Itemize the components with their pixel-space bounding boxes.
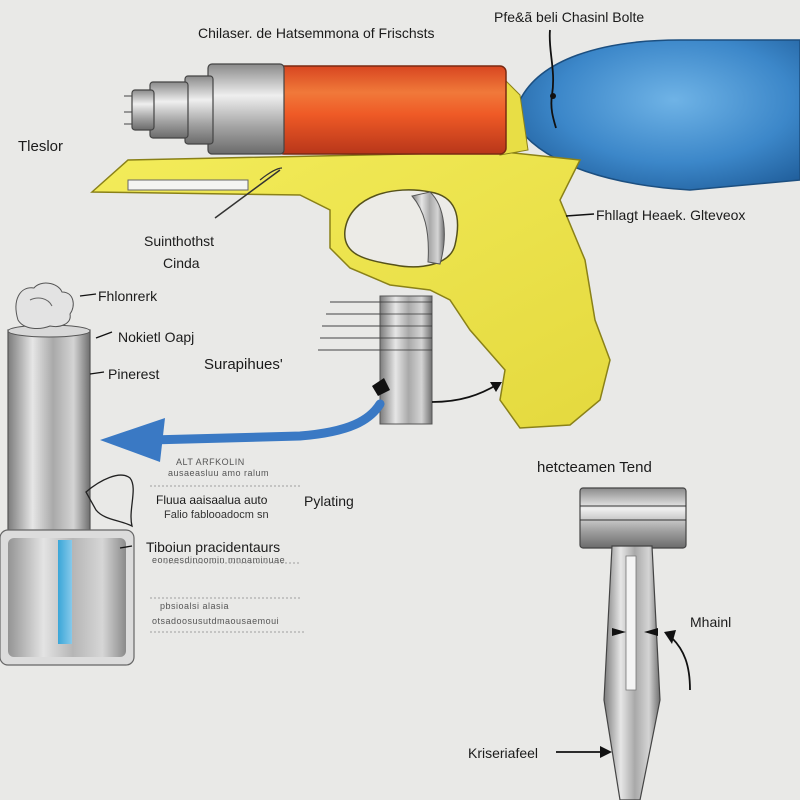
rod-leader-line: [214, 169, 281, 219]
label-tiboiun: Tiboiun pracidentaurs: [146, 539, 281, 555]
blue-arrow: [100, 399, 385, 462]
small-black-part: [372, 378, 390, 396]
trigger: [411, 191, 445, 265]
flower-top: [15, 282, 74, 329]
label-small-1: Fluua aaisaalua auto: [156, 493, 268, 507]
piston-arrowhead: [664, 630, 676, 644]
grip-arrowhead: [490, 382, 502, 392]
label-flower: Fhlonrerk: [98, 288, 158, 304]
label-pinerest: Pinerest: [108, 366, 160, 382]
blue-arrowhead: [100, 418, 165, 462]
label-tiny-3: eoneesdinoomin mnoaminuae: [152, 555, 286, 565]
leader-dot: [550, 93, 556, 99]
label-nokietl: Nokietl Oapj: [118, 329, 195, 345]
coil-cylinder: [318, 295, 502, 425]
scribble-lines: [150, 485, 306, 633]
hook-line: [259, 167, 283, 181]
right-mid-leader: [565, 213, 595, 217]
label-tiny-1: ALT ARFKOLIN: [176, 457, 245, 467]
grip-arrow: [431, 383, 499, 403]
label-surapihues: Surapihues': [204, 356, 283, 373]
label-tiny-2: ausaeasluu amo ralum: [168, 468, 270, 478]
leader-line: [79, 293, 97, 297]
label-pylating: Pylating: [304, 493, 354, 509]
piston-marker: [612, 628, 626, 636]
leader-line: [119, 545, 133, 549]
barrel-metal-mid: [184, 75, 214, 145]
barrel-orange: [277, 65, 507, 155]
slide-rod: [127, 179, 249, 191]
label-left-top: Tleslor: [18, 138, 64, 155]
cyan-strip: [58, 540, 72, 644]
barrel-metal-tip: [131, 89, 155, 131]
bottom-arrowhead: [600, 746, 612, 758]
label-kriseriafeel: Kriseriafeel: [468, 745, 539, 761]
left-cylinder: [0, 282, 135, 666]
label-small-2: Falio fablooadocm sn: [164, 509, 269, 521]
piston-shaft-highlight: [625, 555, 637, 691]
label-piston-top: hetcteamen Tend: [537, 459, 652, 476]
barrel-metal-nozzle: [149, 81, 189, 139]
leader-line: [89, 371, 105, 375]
piston-marker: [644, 628, 658, 636]
piston: [556, 487, 691, 800]
barrel-metal-front: [207, 63, 285, 155]
leader-line: [95, 331, 113, 339]
piston-curved-arrow: [671, 637, 691, 691]
gun-illustration: [90, 29, 800, 429]
label-mid-2: Cinda: [163, 255, 200, 271]
label-tiny-4: pbsioalsi alasia: [160, 601, 230, 611]
flower-detail: [29, 297, 53, 307]
label-mid-1: Suinthothst: [144, 233, 215, 249]
label-mhainl: Mhainl: [690, 614, 732, 630]
gun-body: [90, 151, 611, 429]
hand-scribble: [85, 474, 134, 528]
diagram-title: Chilaser. de Hatsemmona of Frischsts: [198, 25, 435, 41]
label-grip: Fhllagt Heaek. Glteveox: [596, 207, 746, 223]
label-bulb: Pfe&ã beli Chasinl Bolte: [494, 9, 645, 25]
label-tiny-5: otsadoosusutdmaousaemoui: [152, 616, 280, 626]
